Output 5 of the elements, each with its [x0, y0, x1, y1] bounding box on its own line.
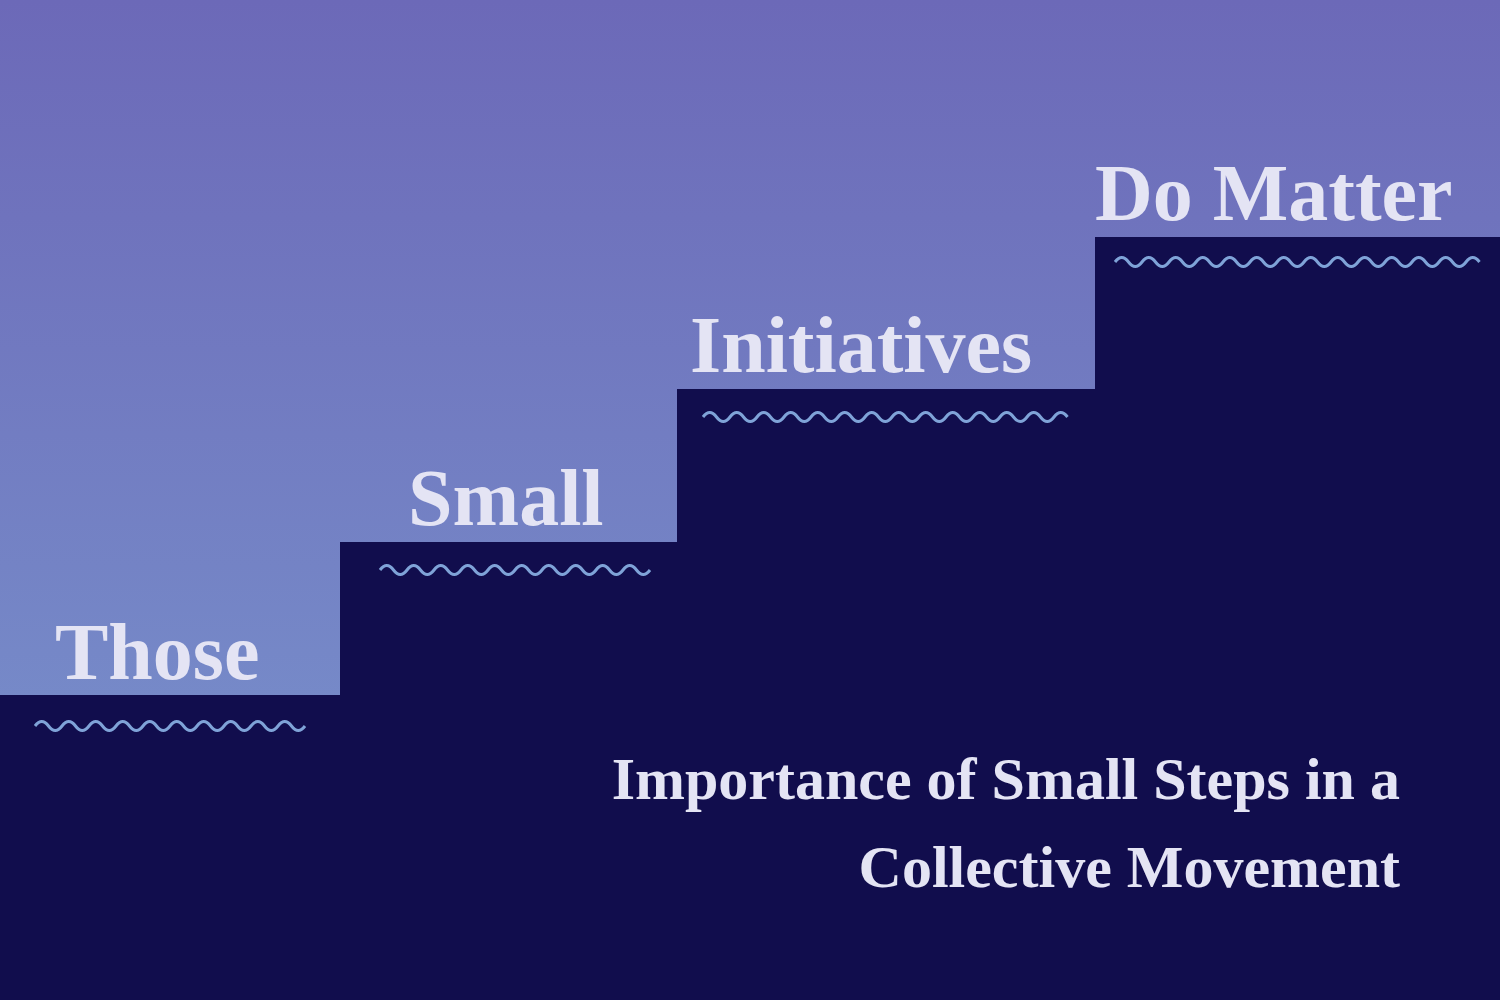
step-label: Initiatives	[690, 305, 1033, 385]
step-label: Small	[408, 458, 604, 538]
caption: Importance of Small Steps in a Collective Movement	[610, 745, 1400, 902]
step-label: Those	[55, 612, 260, 692]
step-label: Do Matter	[1095, 153, 1453, 233]
